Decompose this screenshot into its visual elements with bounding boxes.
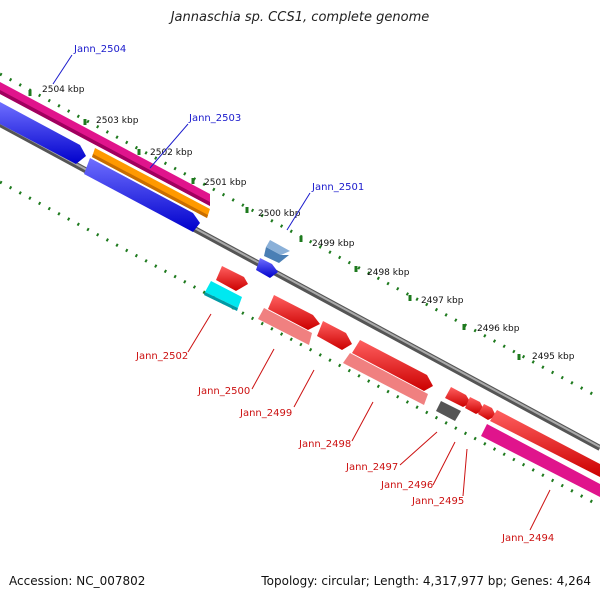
- feature-red-arrow: [352, 340, 433, 391]
- leader-line: [286, 192, 311, 231]
- gene-labels: Jann_2504 Jann_2503 Jann_2501 Jann_2502 …: [73, 44, 554, 544]
- leader-line: [149, 123, 189, 169]
- leader-line: [351, 401, 374, 442]
- kbp-label: 2498 kbp: [367, 268, 410, 278]
- accession-text: Accession: NC_007802: [9, 574, 146, 588]
- feature-blue-arrow: [0, 102, 86, 164]
- leader-lines: [52, 54, 551, 531]
- feature-cyan-box: [205, 281, 242, 308]
- leader-line: [399, 431, 438, 466]
- feature-magenta-bar: [481, 424, 600, 497]
- kbp-ticks: 2504 kbp 2503 kbp 2502 kbp 2501 kbp 2500…: [28, 85, 575, 362]
- gene-label-jann-2504: Jann_2504: [73, 44, 126, 55]
- feature-cyan-box-edge: [204, 292, 238, 311]
- kbp-label: 2497 kbp: [421, 296, 464, 306]
- gene-label-jann-2498: Jann_2498: [298, 439, 351, 450]
- feature-steelblue-box-top: [266, 240, 290, 255]
- feature-salmon-box: [343, 353, 428, 405]
- feature-blue-arrow: [256, 258, 278, 278]
- genome-summary-text: Topology: circular; Length: 4,317,977 bp…: [261, 574, 591, 588]
- kbp-label: 2496 kbp: [477, 324, 520, 334]
- kbp-label: 2504 kbp: [42, 85, 85, 95]
- gene-label-jann-2494: Jann_2494: [501, 533, 554, 544]
- gene-label-jann-2495: Jann_2495: [411, 496, 464, 507]
- kbp-label: 2499 kbp: [312, 239, 355, 249]
- gene-label-jann-2496: Jann_2496: [380, 480, 433, 491]
- kbp-label: 2495 kbp: [532, 352, 575, 362]
- feature-blue-arrow: [84, 158, 200, 232]
- gene-label-jann-2501: Jann_2501: [311, 182, 364, 193]
- feature-red-arrow: [478, 404, 496, 420]
- gene-label-jann-2502: Jann_2502: [135, 351, 188, 362]
- leader-line: [187, 313, 212, 353]
- leader-line: [293, 369, 315, 408]
- leader-line: [432, 441, 456, 486]
- leader-line: [529, 489, 551, 531]
- gene-label-jann-2500: Jann_2500: [197, 386, 250, 397]
- map-title: Jannaschia sp. CCS1, complete genome: [170, 10, 430, 25]
- kbp-label: 2500 kbp: [258, 209, 301, 219]
- leader-line: [52, 54, 73, 85]
- leader-line: [251, 348, 275, 390]
- feature-red-arrow: [268, 295, 320, 330]
- feature-steelblue-box: [264, 247, 289, 263]
- reverse-features: [204, 266, 600, 497]
- kbp-label: 2503 kbp: [96, 116, 139, 126]
- feature-red-arrow: [490, 410, 600, 477]
- gene-label-jann-2497: Jann_2497: [345, 462, 398, 473]
- feature-orange-bar-shade: [92, 154, 208, 218]
- gene-label-jann-2503: Jann_2503: [188, 113, 241, 124]
- kbp-label: 2502 kbp: [150, 148, 193, 158]
- feature-red-arrow: [317, 321, 352, 350]
- forward-features: [0, 82, 290, 278]
- inner-tick-track: [0, 180, 600, 508]
- feature-gray-box: [436, 401, 461, 421]
- feature-red-arrow: [465, 397, 484, 414]
- feature-pink-bar-shade: [0, 90, 210, 206]
- feature-salmon-box: [258, 308, 312, 345]
- feature-red-arrow: [445, 387, 471, 407]
- feature-red-arrow: [216, 266, 248, 291]
- gene-label-jann-2499: Jann_2499: [239, 408, 292, 419]
- kbp-label: 2501 kbp: [204, 178, 247, 188]
- leader-line: [462, 448, 468, 497]
